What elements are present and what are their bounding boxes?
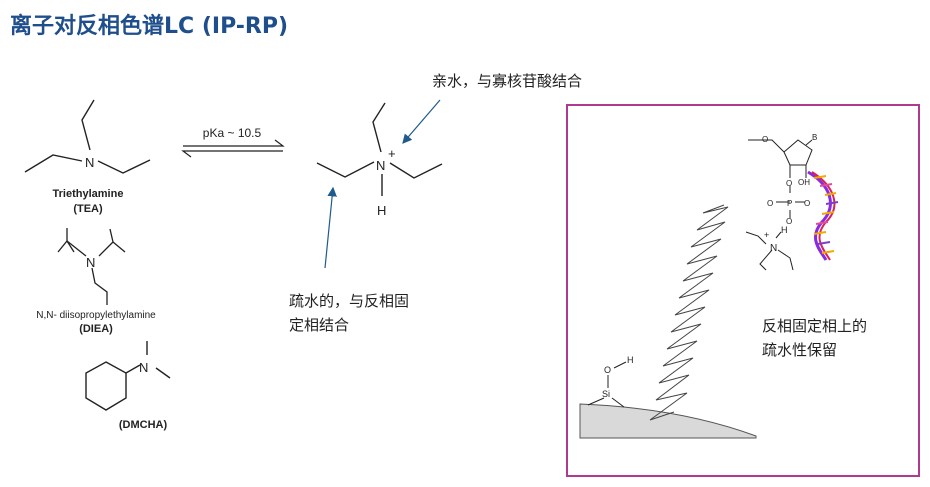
nucleotide-hydroxyl: OH bbox=[798, 178, 810, 187]
nucleotide-base: B bbox=[812, 133, 817, 142]
ammonium-nitrogen: N bbox=[376, 158, 385, 173]
ion-pair-hydrogen: H bbox=[781, 225, 788, 235]
diea-name: N,N- diisopropylethylamine bbox=[36, 310, 156, 321]
dmcha-abbr: (DMCHA) bbox=[119, 419, 168, 431]
hydrophilic-label: 亲水，与寡核苷酸结合 bbox=[432, 72, 582, 90]
nucleotide-oxygen-5: O bbox=[804, 199, 810, 208]
stationary-phase-surface bbox=[579, 403, 757, 439]
silanol-hydrogen: H bbox=[627, 355, 634, 365]
hydrophilic-arrow bbox=[402, 99, 441, 144]
diea-structure bbox=[57, 228, 126, 305]
equilibrium-arrows bbox=[181, 139, 285, 158]
triethylammonium-structure bbox=[316, 102, 443, 196]
c18-alkyl-chain bbox=[649, 204, 729, 421]
nucleotide-phosphorus: P bbox=[787, 199, 792, 208]
dmcha-structure bbox=[85, 341, 171, 411]
ion-pair-nitrogen: N bbox=[770, 243, 777, 254]
diea-nitrogen: N bbox=[86, 255, 95, 270]
ion-pair-amine bbox=[745, 231, 794, 271]
oligonucleotide-strand bbox=[807, 170, 839, 261]
nucleotide-oxygen: O bbox=[762, 135, 768, 144]
silanol-silicon: Si bbox=[602, 389, 610, 399]
hydrophobic-label-line1: 疏水的，与反相固 bbox=[289, 292, 409, 310]
nucleotide-oxygen-4: O bbox=[786, 217, 792, 226]
retention-panel-border bbox=[566, 104, 920, 477]
ammonium-charge: + bbox=[388, 146, 396, 161]
page-title: 离子对反相色谱LC (IP-RP) bbox=[10, 14, 289, 39]
ion-pair-charge: + bbox=[764, 230, 769, 240]
silanol-group bbox=[587, 361, 627, 408]
ammonium-hydrogen: H bbox=[377, 203, 386, 218]
tea-abbr: (TEA) bbox=[73, 203, 103, 215]
dmcha-nitrogen: N bbox=[139, 360, 148, 375]
panel-caption-line1: 反相固定相上的 bbox=[762, 317, 867, 335]
panel-caption-line2: 疏水性保留 bbox=[762, 341, 837, 359]
nucleotide-structure bbox=[748, 139, 813, 218]
pka-label: pKa ~ 10.5 bbox=[203, 126, 262, 140]
silanol-oxygen: O bbox=[604, 365, 611, 375]
triethylamine-structure bbox=[24, 99, 151, 174]
tea-name: Triethylamine bbox=[53, 188, 124, 200]
diea-abbr: (DIEA) bbox=[79, 323, 113, 335]
nucleotide-oxygen-3: O bbox=[767, 199, 773, 208]
hydrophobic-label-line2: 定相结合 bbox=[289, 316, 349, 334]
nucleotide-oxygen-2: O bbox=[786, 179, 792, 188]
hydrophobic-arrow bbox=[324, 186, 337, 269]
tea-nitrogen: N bbox=[85, 155, 94, 170]
